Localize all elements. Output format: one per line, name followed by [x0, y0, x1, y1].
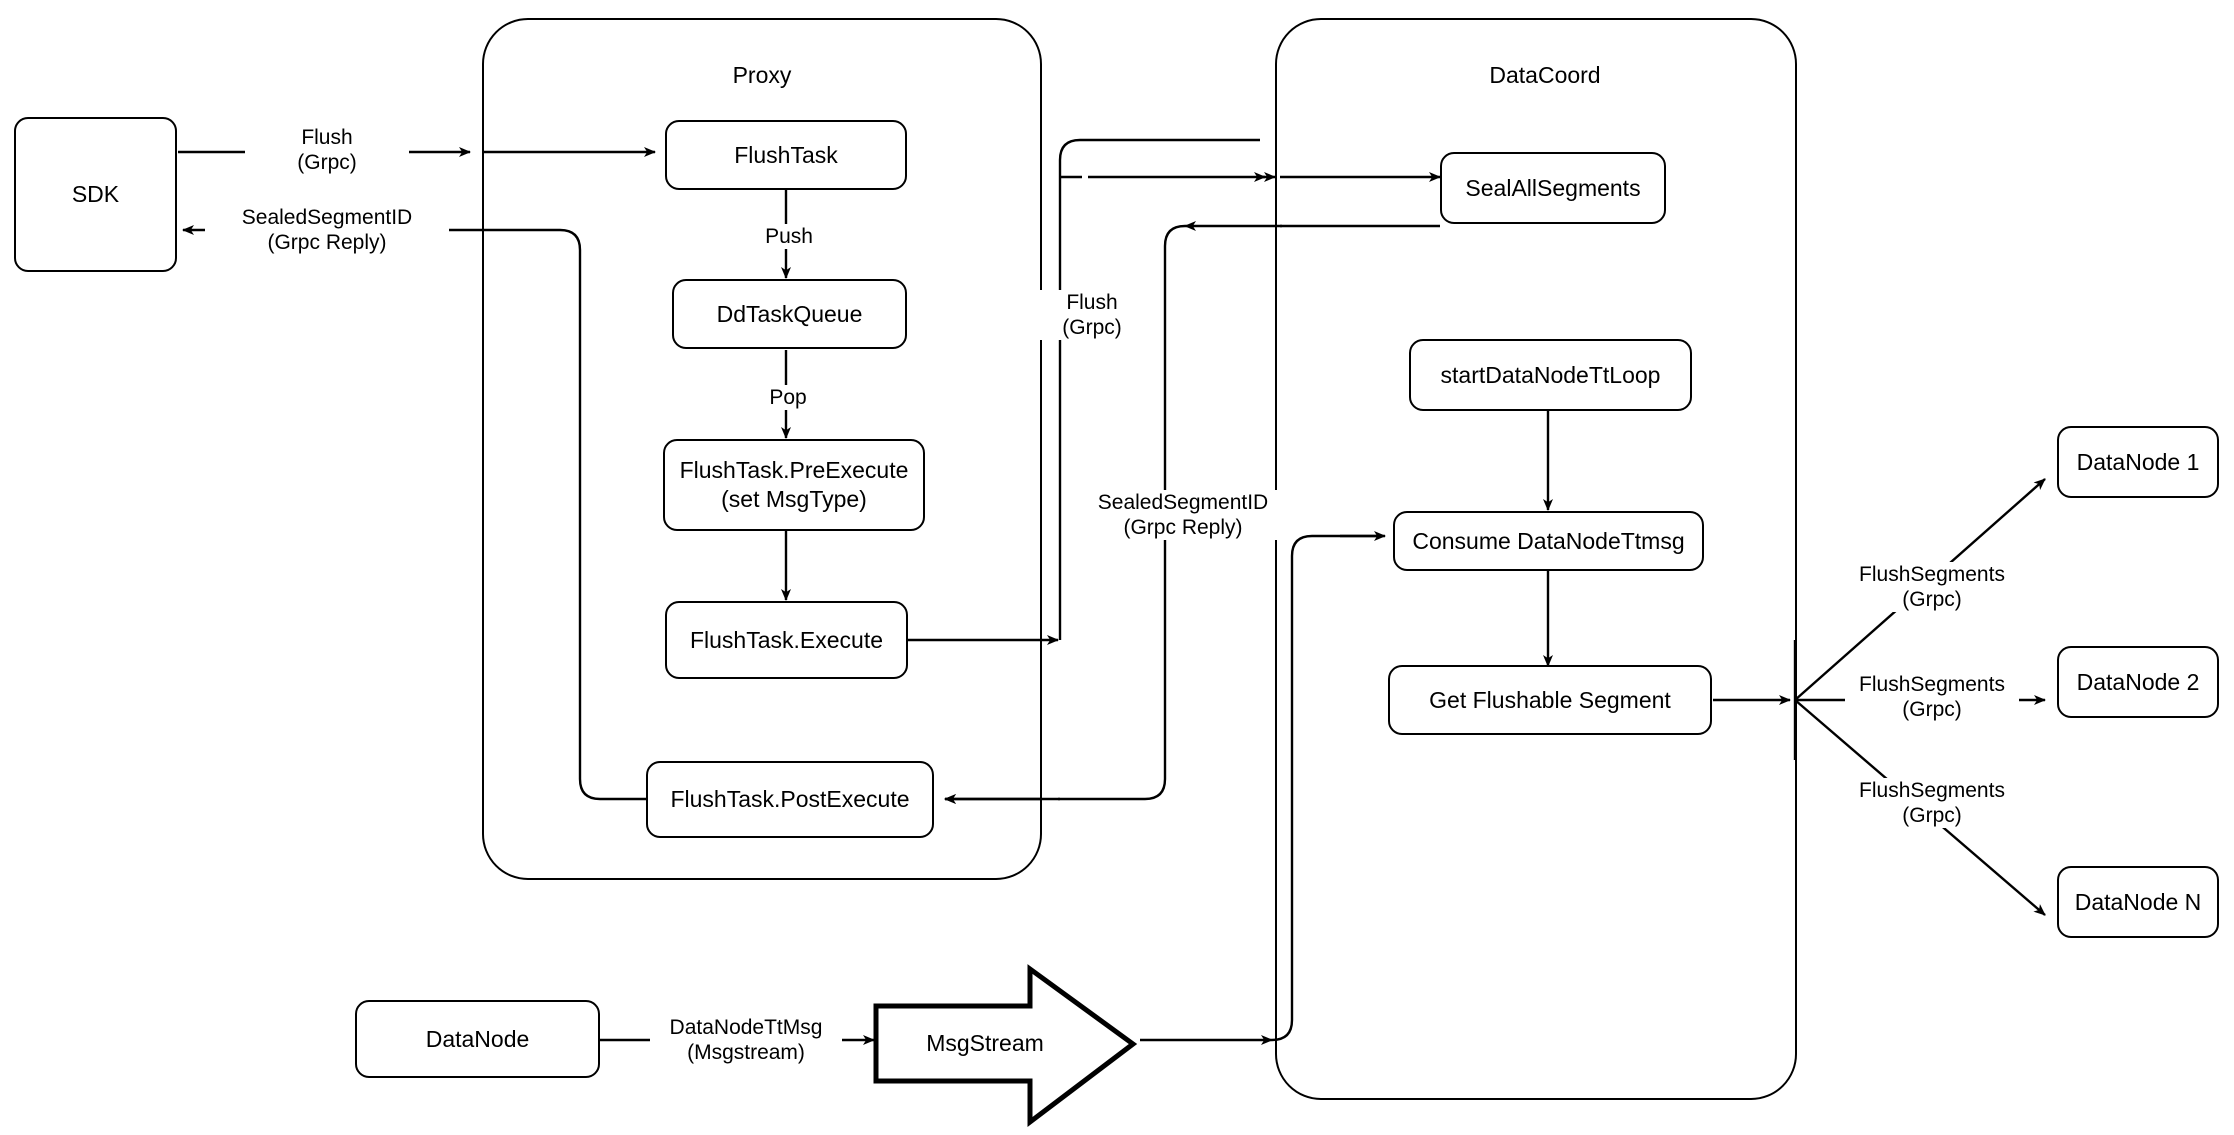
label-flush-line2: (Grpc) — [297, 151, 357, 175]
label-sealedsegmentid-line1: SealedSegmentID — [241, 206, 413, 229]
node-flush-task-preexecute[interactable]: FlushTask.PreExecute (set MsgType) — [663, 439, 925, 531]
node-dd-task-queue[interactable]: DdTaskQueue — [672, 279, 907, 349]
label-flush-segments-1: FlushSegments (Grpc) — [1845, 562, 2019, 613]
node-consume-datanode-ttmsg[interactable]: Consume DataNodeTtmsg — [1393, 511, 1704, 571]
label-sdk-to-proxy: Flush (Grpc) — [245, 125, 409, 176]
label-sealedsegmentid-line2: (Grpc Reply) — [267, 231, 387, 255]
label-ttmsg-line2: (Msgstream) — [687, 1041, 805, 1065]
wire-postexecute-to-reply-rail — [490, 228, 648, 801]
preexecute-line-1: FlushTask.PreExecute — [679, 457, 909, 484]
label-fs1-line1: FlushSegments — [1859, 563, 2005, 586]
wire-reply-rail-vertical — [1058, 224, 1186, 801]
label-flush-segments-n: FlushSegments (Grpc) — [1845, 778, 2019, 829]
label-ttmsg-line1: DataNodeTtMsg — [669, 1016, 823, 1039]
node-datanode-1[interactable]: DataNode 1 — [2057, 426, 2219, 498]
node-datanode-n[interactable]: DataNode N — [2057, 866, 2219, 938]
preexecute-line-2: (set MsgType) — [721, 486, 867, 512]
label-pop: Pop — [752, 385, 824, 411]
label-coord-flush-line2: (Grpc) — [1062, 316, 1122, 340]
proxy-container — [482, 18, 1042, 880]
node-flush-task-execute[interactable]: FlushTask.Execute — [665, 601, 908, 679]
label-datanode-ttmsg: DataNodeTtMsg (Msgstream) — [650, 1015, 842, 1066]
msgstream-arrow-shape — [873, 964, 1138, 1128]
node-flush-task[interactable]: FlushTask — [665, 120, 907, 190]
label-fs2-line1: FlushSegments — [1859, 673, 2005, 696]
node-flush-task-postexecute[interactable]: FlushTask.PostExecute — [646, 761, 934, 838]
node-seal-all-segments[interactable]: SealAllSegments — [1440, 152, 1666, 224]
node-msgstream[interactable]: MsgStream — [926, 1030, 1044, 1056]
label-flush-segments-2: FlushSegments (Grpc) — [1845, 672, 2019, 723]
label-coord-reply-line2: (Grpc Reply) — [1123, 516, 1243, 540]
node-datanode-2[interactable]: DataNode 2 — [2057, 646, 2219, 718]
label-coord-flush-line1: Flush — [1066, 291, 1118, 314]
node-datanode-bottom[interactable]: DataNode — [355, 1000, 600, 1078]
label-fs1-line2: (Grpc) — [1902, 588, 1962, 612]
label-fsn-line2: (Grpc) — [1902, 804, 1962, 828]
node-get-flushable-segment[interactable]: Get Flushable Segment — [1388, 665, 1712, 735]
datacoord-container — [1275, 18, 1797, 1100]
label-proxy-to-sdk: SealedSegmentID (Grpc Reply) — [205, 205, 449, 256]
node-sdk[interactable]: SDK — [14, 117, 177, 272]
proxy-title: Proxy — [732, 62, 792, 88]
label-fs2-line2: (Grpc) — [1902, 698, 1962, 722]
label-proxy-to-coord: Flush (Grpc) — [1035, 290, 1149, 341]
label-coord-to-proxy: SealedSegmentID (Grpc Reply) — [1087, 490, 1279, 541]
wire-flush-rail-vertical — [1058, 138, 1260, 640]
label-coord-reply-line1: SealedSegmentID — [1097, 491, 1269, 514]
node-start-datanode-tt-loop[interactable]: startDataNodeTtLoop — [1409, 339, 1692, 411]
label-push: Push — [748, 224, 830, 250]
label-fsn-line1: FlushSegments — [1859, 779, 2005, 802]
wire-datacoord-intake-rail — [1271, 534, 1378, 1042]
datacoord-title: DataCoord — [1489, 62, 1601, 88]
label-flush-line1: Flush — [301, 126, 353, 149]
